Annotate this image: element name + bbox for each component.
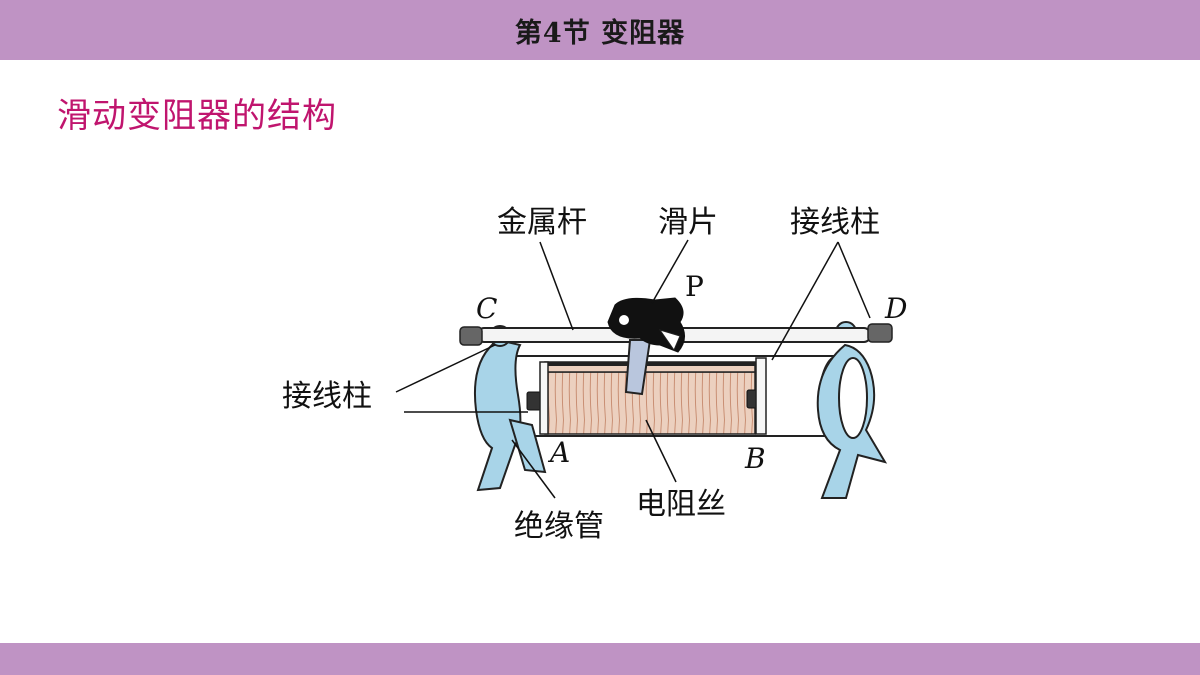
terminal-B — [746, 357, 767, 435]
point-label-C: C — [476, 292, 497, 325]
label-terminal-top: 接线柱 — [790, 205, 880, 240]
label-insulating-tube: 绝缘管 — [514, 509, 604, 544]
slider-P — [607, 297, 685, 396]
section-heading: 滑动变阻器的结构 — [57, 96, 337, 136]
right-clamp — [816, 321, 888, 499]
label-metal-rod: 金属杆 — [497, 205, 587, 240]
point-label-A: A — [547, 436, 570, 469]
point-label-B: B — [744, 442, 766, 475]
leader-lines — [395, 239, 871, 499]
label-resistance-wire: 电阻丝 — [636, 487, 726, 522]
terminal-A — [526, 361, 549, 435]
point-label-P: P — [685, 270, 704, 303]
footer-bar — [0, 643, 1200, 675]
label-terminal-left: 接线柱 — [282, 379, 372, 414]
resistance-wire-coil — [544, 361, 756, 435]
label-slider: 滑片 — [658, 205, 718, 240]
page-title: 第4节 变阻器 — [514, 17, 686, 49]
header-bar: 第4节 变阻器 — [0, 0, 1200, 60]
point-label-D: D — [884, 292, 907, 325]
